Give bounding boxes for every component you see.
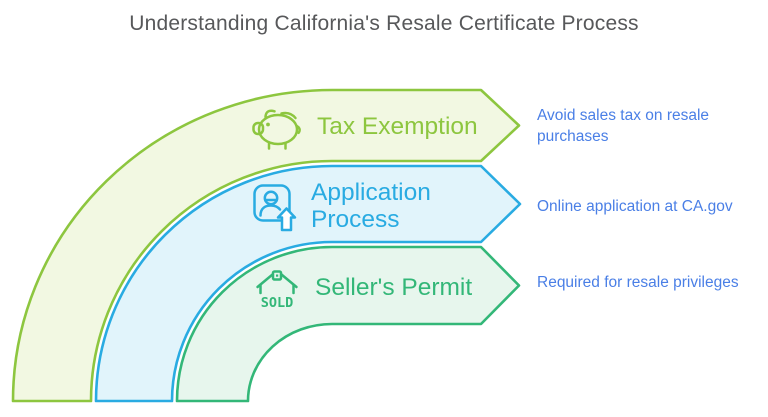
application-upload-icon [252,181,298,233]
piggy-bank-icon [252,104,304,150]
house-sold-icon: SOLD [252,264,302,312]
step-application-process: Application Process [252,176,456,238]
step-label: Application Process [311,179,431,233]
step-sellers-permit: SOLD Seller's Permit [252,258,472,318]
arc-band-tax-exemption [11,88,521,403]
arc-band-sellers-permit [175,245,521,403]
step-label: Tax Exemption [317,112,478,140]
sold-icon-text: SOLD [261,295,294,311]
arc-band-application-process [94,164,522,403]
description-application-process: Online application at CA.gov [537,198,733,215]
step-label: Seller's Permit [315,273,473,301]
step-tax-exemption: Tax Exemption [252,99,478,155]
page-title: Understanding California's Resale Certif… [129,12,639,35]
description-tax-exemption: Avoid sales tax on resale purchases [537,107,710,145]
description-sellers-permit: Required for resale privileges [537,274,739,291]
